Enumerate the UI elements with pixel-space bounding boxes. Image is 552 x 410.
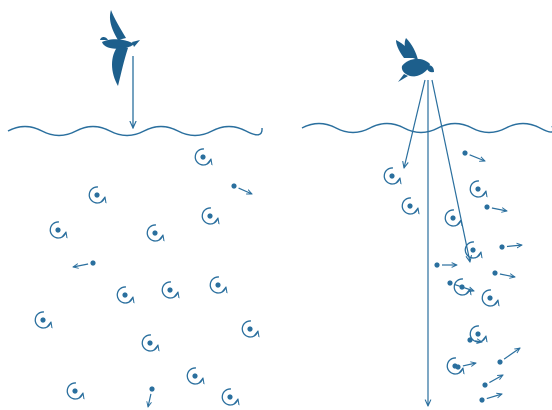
swirl-particle [186, 367, 203, 385]
swirl-particle [444, 209, 461, 227]
moving-particle [447, 280, 474, 291]
moving-particle [467, 337, 482, 342]
moving-particle [499, 244, 522, 250]
swirl-particle [383, 167, 400, 185]
swirl-particle [481, 289, 498, 307]
particle-group-left [34, 148, 258, 407]
swirl-particle [469, 325, 486, 343]
right-panel [301, 38, 552, 406]
moving-particle [73, 260, 96, 267]
swirl-particle [116, 286, 133, 304]
light-beam-right-1 [404, 79, 426, 168]
particle-group-right [383, 150, 522, 403]
moving-particle [148, 386, 155, 407]
swirl-particle [49, 221, 66, 239]
swirl-particle [209, 276, 226, 294]
moving-particle [492, 270, 515, 277]
swirl-particle [241, 320, 258, 338]
moving-particle [479, 394, 502, 403]
swirl-particle [464, 241, 481, 259]
left-panel [7, 10, 263, 407]
swirl-particle [161, 281, 178, 299]
swirl-particle [66, 382, 83, 400]
moving-particle [497, 348, 520, 365]
seabird-diving-icon [396, 38, 434, 82]
swirl-particle [88, 186, 105, 204]
sea-surface-line-right [301, 122, 552, 134]
swirl-particle [146, 224, 163, 242]
moving-particle [434, 262, 457, 267]
moving-particle [462, 150, 485, 161]
moving-particle [484, 204, 507, 211]
swirl-particle [201, 207, 218, 225]
moving-particle [231, 183, 252, 195]
seabird-gliding-icon [100, 10, 140, 86]
swirl-particle [469, 180, 486, 198]
swirl-particle [221, 388, 238, 406]
sea-surface-line-left [7, 125, 263, 137]
moving-particle [482, 375, 503, 388]
swirl-particle [34, 311, 51, 329]
light-beam-right-3 [431, 79, 470, 262]
swirl-particle [446, 357, 463, 375]
swirl-particle [194, 148, 211, 166]
swirl-particle [141, 334, 158, 352]
moving-particle [455, 363, 476, 370]
swirl-particle [401, 197, 418, 215]
